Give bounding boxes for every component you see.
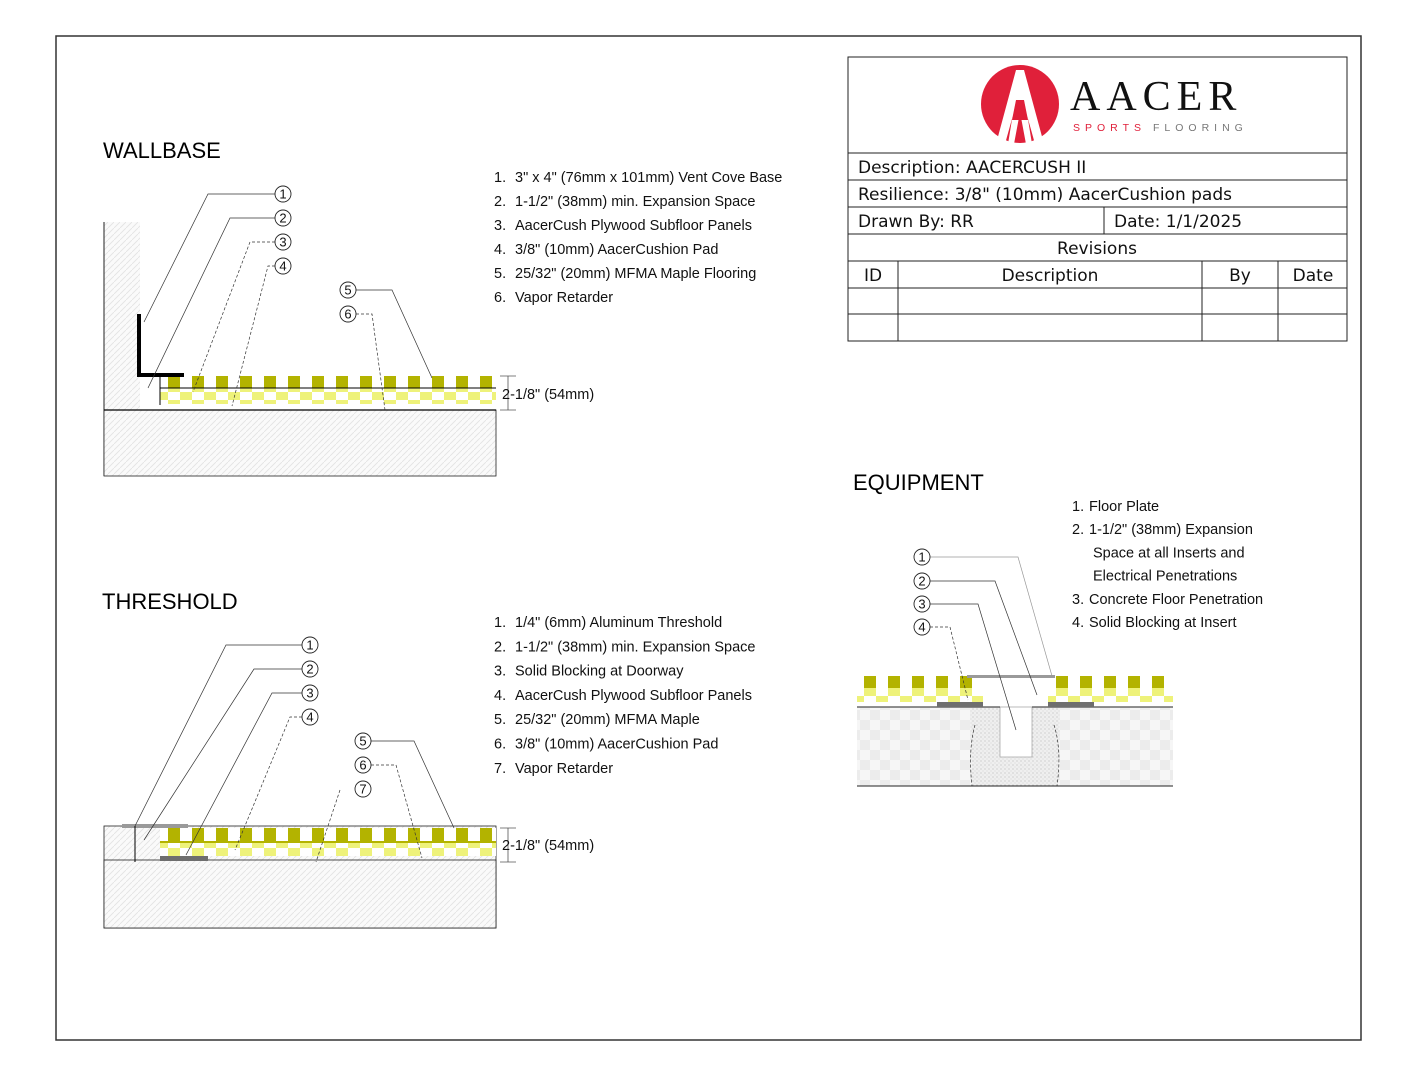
logo-brand: AACER: [1070, 74, 1242, 120]
legend-number: 2.: [494, 194, 506, 210]
callout-number: 3: [279, 235, 286, 250]
legend-number: 3.: [494, 218, 506, 234]
callout-circle-icon: [301, 660, 319, 678]
floor-plate: [967, 675, 1055, 678]
legend-number: 3.: [494, 664, 506, 680]
legend-number: 1.: [494, 615, 506, 631]
legend-item: AacerCush Plywood Subfloor Panels: [515, 218, 752, 234]
legend-number: 6.: [494, 290, 506, 306]
legend-number: 1.: [1072, 499, 1084, 515]
col-header-description: Description: [1002, 266, 1099, 286]
legend-number: 3.: [1072, 592, 1084, 608]
callout-number: 3: [306, 686, 313, 701]
callout-circle-icon: [354, 732, 372, 750]
callout-circle-icon: [913, 595, 931, 613]
legend-number: 4.: [494, 688, 506, 704]
col-header-date: Date: [1293, 266, 1334, 286]
legend-item: 3/8" (10mm) AacerCushion Pad: [515, 242, 718, 258]
legend-item: Concrete Floor Penetration: [1089, 592, 1263, 608]
col-header-by: By: [1229, 266, 1251, 286]
cove-base: [137, 314, 184, 377]
resilience-field: Resilience: 3/8" (10mm) AacerCushion pad…: [858, 185, 1232, 205]
threshold-plate: [122, 824, 188, 828]
legend-number: 5.: [494, 266, 506, 282]
callout-number: 5: [359, 734, 366, 749]
legend-item: 3" x 4" (76mm x 101mm) Vent Cove Base: [515, 170, 782, 186]
legend-item: 25/32" (20mm) MFMA Maple Flooring: [515, 266, 756, 282]
callout-number: 2: [918, 574, 925, 589]
callout-number: 6: [344, 307, 351, 322]
callout-number: 6: [359, 758, 366, 773]
legend-item: Electrical Penetrations: [1093, 569, 1237, 585]
threshold-detail: THRESHOLD 1 2 3 4 5 6 7 2-1/8" (54mm) 1. 1/4" (…: [102, 589, 755, 929]
legend-number: 1.: [494, 170, 506, 186]
date-field: Date: 1/1/2025: [1114, 212, 1242, 232]
threshold-title: THRESHOLD: [102, 589, 238, 614]
legend-item: 3/8" (10mm) AacerCushion Pad: [515, 737, 718, 753]
callout-number: 2: [279, 211, 286, 226]
callout-circle-icon: [301, 708, 319, 726]
aacer-logo: AACER SPORTS FLOORING: [981, 65, 1248, 144]
legend-number: 4.: [1072, 615, 1084, 631]
callout-number: 4: [306, 710, 313, 725]
threshold-dimension: 2-1/8" (54mm): [502, 838, 594, 854]
legend-item: 1/4" (6mm) Aluminum Threshold: [515, 615, 722, 631]
legend-item: Vapor Retarder: [515, 290, 613, 306]
legend-item: Floor Plate: [1089, 499, 1159, 515]
legend-item: Solid Blocking at Insert: [1089, 615, 1237, 631]
callout-circle-icon: [339, 281, 357, 299]
revisions-title: Revisions: [1057, 239, 1137, 259]
solid-blocking: [160, 856, 208, 861]
title-block: AACER SPORTS FLOORING Description: AACER…: [847, 56, 1348, 342]
legend-number: 2.: [1072, 522, 1084, 538]
legend-item: Solid Blocking at Doorway: [515, 664, 684, 680]
callout-circle-icon: [913, 572, 931, 590]
sheet-border: [55, 35, 1362, 1041]
legend-item: Vapor Retarder: [515, 761, 613, 777]
legend-item: 1-1/2" (38mm) Expansion: [1089, 522, 1253, 538]
callout-circle-icon: [274, 185, 292, 203]
callout-circle-icon: [354, 756, 372, 774]
wallbase-detail: WALLBASE 1 2 3 4 5 6 2-1/8" (54mm) 1. 3" x 4" …: [103, 138, 782, 477]
equipment-detail: EQUIPMENT 1 2 3 4 1. Floor Plate 2. 1-1/2" (38…: [853, 470, 1263, 787]
callout-number: 1: [306, 638, 313, 653]
drawn-by-field: Drawn By: RR: [858, 212, 974, 232]
callout-circle-icon: [301, 684, 319, 702]
legend-item: AacerCush Plywood Subfloor Panels: [515, 688, 752, 704]
callout-circle-icon: [274, 233, 292, 251]
callout-circle-icon: [913, 548, 931, 566]
legend-number: 4.: [494, 242, 506, 258]
legend-number: 2.: [494, 639, 506, 655]
wallbase-dimension: 2-1/8" (54mm): [502, 387, 594, 403]
callout-circle-icon: [301, 636, 319, 654]
legend-number: 6.: [494, 737, 506, 753]
callout-number: 2: [306, 662, 313, 677]
logo-tagline-accent: SPORTS: [1073, 122, 1146, 134]
wallbase-title: WALLBASE: [103, 138, 221, 163]
legend-number: 7.: [494, 761, 506, 777]
callout-number: 7: [359, 782, 366, 797]
callout-circle-icon: [354, 780, 372, 798]
callout-number: 1: [918, 550, 925, 565]
equipment-title: EQUIPMENT: [853, 470, 984, 495]
callout-circle-icon: [913, 618, 931, 636]
legend-item: 1-1/2" (38mm) min. Expansion Space: [515, 194, 755, 210]
callout-circle-icon: [274, 257, 292, 275]
callout-circle-icon: [274, 209, 292, 227]
callout-number: 4: [918, 620, 925, 635]
callout-number: 1: [279, 187, 286, 202]
callout-circle-icon: [339, 305, 357, 323]
callout-number: 3: [918, 597, 925, 612]
logo-tagline: FLOORING: [1153, 122, 1248, 134]
legend-item: Space at all Inserts and: [1093, 545, 1245, 561]
callout-number: 5: [344, 283, 351, 298]
legend-number: 5.: [494, 712, 506, 728]
col-header-id: ID: [864, 266, 882, 286]
callout-number: 4: [279, 259, 286, 274]
legend-item: 1-1/2" (38mm) min. Expansion Space: [515, 639, 755, 655]
description-field: Description: AACERCUSH II: [858, 158, 1086, 178]
legend-item: 25/32" (20mm) MFMA Maple: [515, 712, 700, 728]
